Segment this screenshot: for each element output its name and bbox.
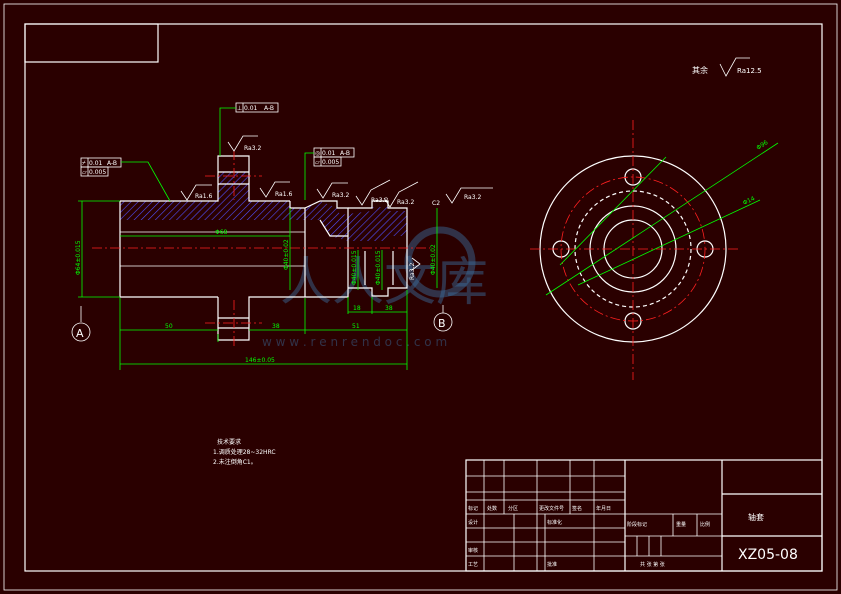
watermark-url: w w w . r e n r e n d o c . c o m xyxy=(262,335,447,349)
watermark: 人人文库 w w w . r e n r e n d o c . c o m xyxy=(262,226,488,349)
svg-text:0.01: 0.01 xyxy=(322,150,336,157)
svg-text:Φ68: Φ68 xyxy=(215,229,228,236)
svg-text:▱: ▱ xyxy=(82,169,87,176)
svg-text:Ra3.2: Ra3.2 xyxy=(244,145,261,152)
svg-text:Ra1.6: Ra1.6 xyxy=(195,193,212,200)
svg-text:◎: ◎ xyxy=(315,150,320,157)
svg-text:Ra3.2: Ra3.2 xyxy=(332,192,349,199)
svg-text:⊥: ⊥ xyxy=(237,105,242,112)
inner-border xyxy=(24,23,823,572)
roughness-other: 其余 Ra12.5 xyxy=(692,57,762,77)
svg-text:更改文件号: 更改文件号 xyxy=(539,505,564,512)
technical-notes: 技术要求 1.调质处理28~32HRC 2.未注倒角C1。 xyxy=(213,438,276,466)
svg-text:年月日: 年月日 xyxy=(596,505,611,512)
svg-text:51: 51 xyxy=(352,323,360,330)
svg-text:技术要求: 技术要求 xyxy=(217,438,241,446)
svg-text:批准: 批准 xyxy=(547,561,557,568)
svg-text:A-B: A-B xyxy=(107,160,117,167)
svg-text:146±0.05: 146±0.05 xyxy=(245,357,275,364)
svg-text:标准化: 标准化 xyxy=(547,519,562,526)
shaft-view xyxy=(92,150,430,346)
svg-text:签名: 签名 xyxy=(572,505,582,512)
svg-text:2.未注倒角C1。: 2.未注倒角C1。 xyxy=(213,458,257,466)
svg-text:B: B xyxy=(438,317,446,330)
svg-text:Φ40±0.015: Φ40±0.015 xyxy=(375,250,382,285)
svg-text:Φ14: Φ14 xyxy=(742,195,756,207)
datum-a: A xyxy=(71,306,91,342)
datum-b: B xyxy=(433,305,453,332)
tolerance-frame-4: ◎ 0.01 A-B ▱ 0.005 xyxy=(304,147,355,200)
svg-text:比例: 比例 xyxy=(700,521,710,528)
outer-border xyxy=(3,3,838,591)
watermark-logo: 人人文库 xyxy=(280,253,488,313)
svg-text:Ra3.2: Ra3.2 xyxy=(397,199,414,206)
svg-text:Φ40±0.015: Φ40±0.015 xyxy=(351,250,358,285)
svg-text:▱: ▱ xyxy=(315,159,320,166)
corner-box xyxy=(24,23,159,63)
svg-text:设计: 设计 xyxy=(468,519,478,526)
svg-text:38: 38 xyxy=(272,323,280,330)
svg-text:0.005: 0.005 xyxy=(322,159,339,166)
svg-text:Ra3.2: Ra3.2 xyxy=(409,263,416,280)
part-name: 轴套 xyxy=(748,512,764,522)
svg-text:其余: 其余 xyxy=(692,65,708,75)
svg-text:0.01: 0.01 xyxy=(89,160,103,167)
flange-view: Φ96 Φ14 xyxy=(530,120,779,380)
svg-text:Φ64±0.015: Φ64±0.015 xyxy=(75,240,82,275)
svg-text:Ra3.2: Ra3.2 xyxy=(371,197,388,204)
svg-text:处数: 处数 xyxy=(487,505,497,512)
tolerance-frame-1: ⌿ 0.01 A-B ▱ 0.005 xyxy=(80,157,171,202)
svg-text:重量: 重量 xyxy=(676,521,686,528)
svg-text:0.01: 0.01 xyxy=(244,105,258,112)
roughness-marks: Ra1.6 Ra3.2 Ra1.6 Ra3.2 Ra3.2 Ra3.2 Ra3.… xyxy=(180,135,493,280)
title-block: 标记 处数 分区 更改文件号 签名 年月日 设计 审核 工艺 标准化 批准 阶段… xyxy=(465,459,823,572)
svg-text:阶段标记: 阶段标记 xyxy=(627,521,647,528)
svg-text:分区: 分区 xyxy=(508,505,518,512)
svg-text:Φ40±0.02: Φ40±0.02 xyxy=(430,244,437,275)
svg-text:1.调质处理28~32HRC: 1.调质处理28~32HRC xyxy=(213,448,276,456)
svg-text:Ra3.2: Ra3.2 xyxy=(464,194,481,201)
svg-text:A-B: A-B xyxy=(264,105,274,112)
drawing-number: XZ05-08 xyxy=(738,547,798,563)
svg-text:Ra1.6: Ra1.6 xyxy=(275,191,292,198)
svg-text:A: A xyxy=(76,327,84,340)
svg-text:18: 18 xyxy=(353,305,361,312)
svg-text:0.005: 0.005 xyxy=(89,169,106,176)
svg-text:38: 38 xyxy=(385,305,393,312)
dimensions: Φ68 Φ64±0.015 Φ40±0.02 Φ40±0.015 Φ40±0.0… xyxy=(75,200,438,370)
tolerance-frame-3: ⊥ 0.01 A-B xyxy=(219,102,279,156)
svg-text:共 张 第 张: 共 张 第 张 xyxy=(640,561,665,568)
svg-text:标记: 标记 xyxy=(468,505,478,512)
svg-text:审核: 审核 xyxy=(468,547,478,554)
svg-text:A-B: A-B xyxy=(340,150,350,157)
svg-text:50: 50 xyxy=(165,323,173,330)
svg-text:Φ40±0.02: Φ40±0.02 xyxy=(283,239,290,270)
svg-text:工艺: 工艺 xyxy=(468,562,478,568)
svg-text:C2: C2 xyxy=(432,200,440,207)
svg-text:⌿: ⌿ xyxy=(82,160,86,167)
svg-text:Ra12.5: Ra12.5 xyxy=(737,67,762,75)
